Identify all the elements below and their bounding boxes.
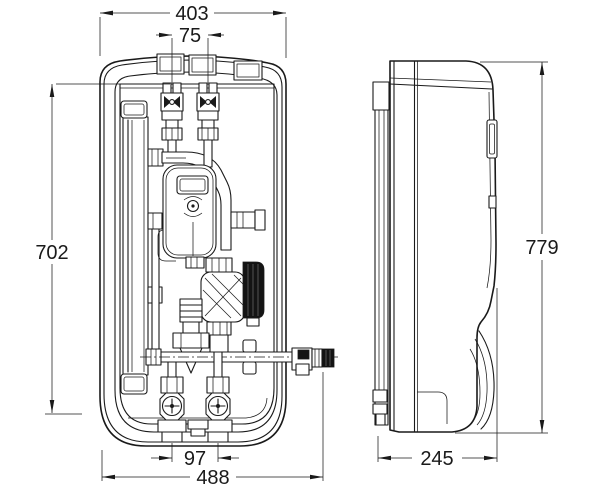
dim-label-depth: 245 [420,448,453,470]
dim-bottom-valve-spacing: 97 [151,443,239,470]
cover-latch [486,119,498,209]
enclosure-side [389,60,498,433]
brand-logo [183,196,203,217]
handle-recess [469,330,495,430]
dim-overall-width: 488 [101,372,324,489]
dim-case-width: 403 [99,2,287,58]
horizontal-pipe [140,339,338,376]
controller-shroud [157,164,217,269]
front-view [99,53,338,447]
bottom-bracket [187,419,209,437]
controller-display [176,175,209,195]
dim-top-port-spacing: 75 [156,25,224,83]
dim-label-connection-height: 702 [35,242,68,264]
isolation-valve-bottom-left [157,361,187,443]
enclosure-front [99,53,287,447]
fill-valve-exit [291,347,335,376]
dim-label-case-width: 403 [175,3,208,25]
dim-label-top-port-spacing: 75 [179,25,201,47]
dim-label-overall-height: 779 [525,237,558,259]
wall-bracket [372,81,390,426]
ball-valve-top-right [196,82,220,168]
pipe-clip [242,339,257,375]
ball-valve-top-left [160,82,184,153]
dim-connection-height: 702 [35,83,170,415]
side-view [372,60,498,433]
dim-overall-height: 779 [455,61,559,434]
dim-depth: 245 [377,288,498,470]
pump-terminal-box [242,261,265,327]
dim-label-bottom-valve-spacing: 97 [184,448,206,470]
circulation-pump [200,257,265,353]
backplate [119,83,275,425]
dimension-annotations: 403 75 702 97 [35,2,559,489]
dim-label-overall-width: 488 [196,467,229,489]
side-outlet-fitting [230,209,266,231]
top-knockout-tabs [156,53,263,81]
